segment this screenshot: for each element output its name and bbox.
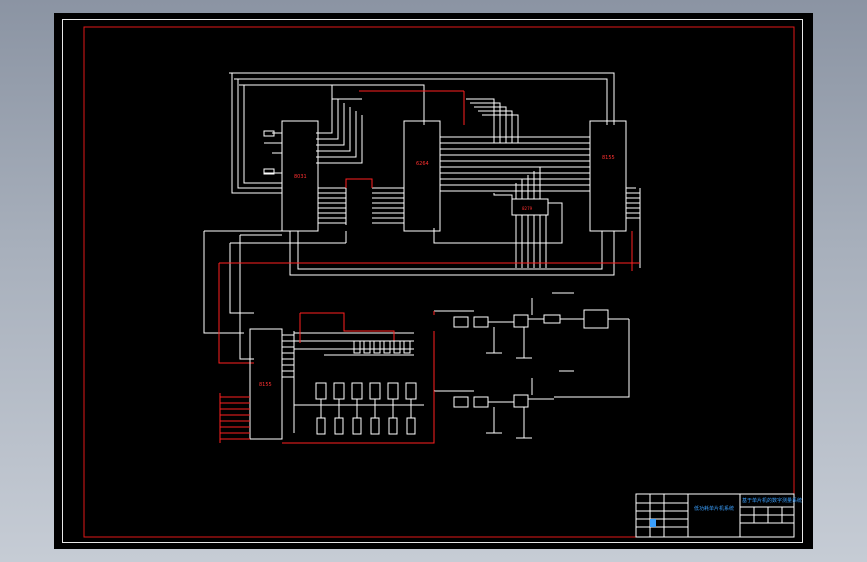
chip-u2[interactable]: 6264 — [403, 120, 441, 232]
red-bus-link — [345, 178, 373, 188]
sensor-circuit-lower — [434, 370, 574, 439]
chip-u3[interactable]: 8155 — [589, 120, 627, 232]
red-wire-bottom-loop — [282, 331, 435, 444]
crystal-oscillator-symbol — [263, 130, 275, 175]
title-block — [635, 493, 795, 538]
chip-u4-label: 8279 — [522, 206, 533, 211]
titleblock-logo-mark — [650, 519, 656, 527]
schematic-drawing: 8031 — [83, 26, 802, 538]
drawing-sheet-border — [62, 19, 803, 543]
titleblock-right-caption: 基于单片机的数字测量系统 — [742, 497, 802, 504]
chip-u1-label: 8031 — [294, 174, 307, 180]
top-circuit-block — [229, 72, 615, 194]
chip-u2-label: 6264 — [416, 161, 429, 167]
chip-u5[interactable]: 8155 — [249, 328, 283, 440]
red-wire-left — [218, 263, 254, 364]
chip-u3-label: 8155 — [602, 155, 615, 161]
chip-u1[interactable]: 8031 — [281, 120, 319, 232]
inner-frame — [83, 26, 795, 538]
cad-viewport[interactable]: 8031 — [54, 13, 813, 549]
chip-u4[interactable]: 8279 — [511, 198, 549, 216]
red-wire-drivers — [300, 312, 395, 343]
display-digits-row — [294, 382, 424, 435]
chip-u5-label: 8155 — [259, 382, 272, 388]
driver-transistor-row — [353, 340, 411, 354]
titleblock-left-caption: 低功耗单片机系统 — [694, 505, 734, 512]
sensor-circuit-upper — [434, 292, 630, 398]
